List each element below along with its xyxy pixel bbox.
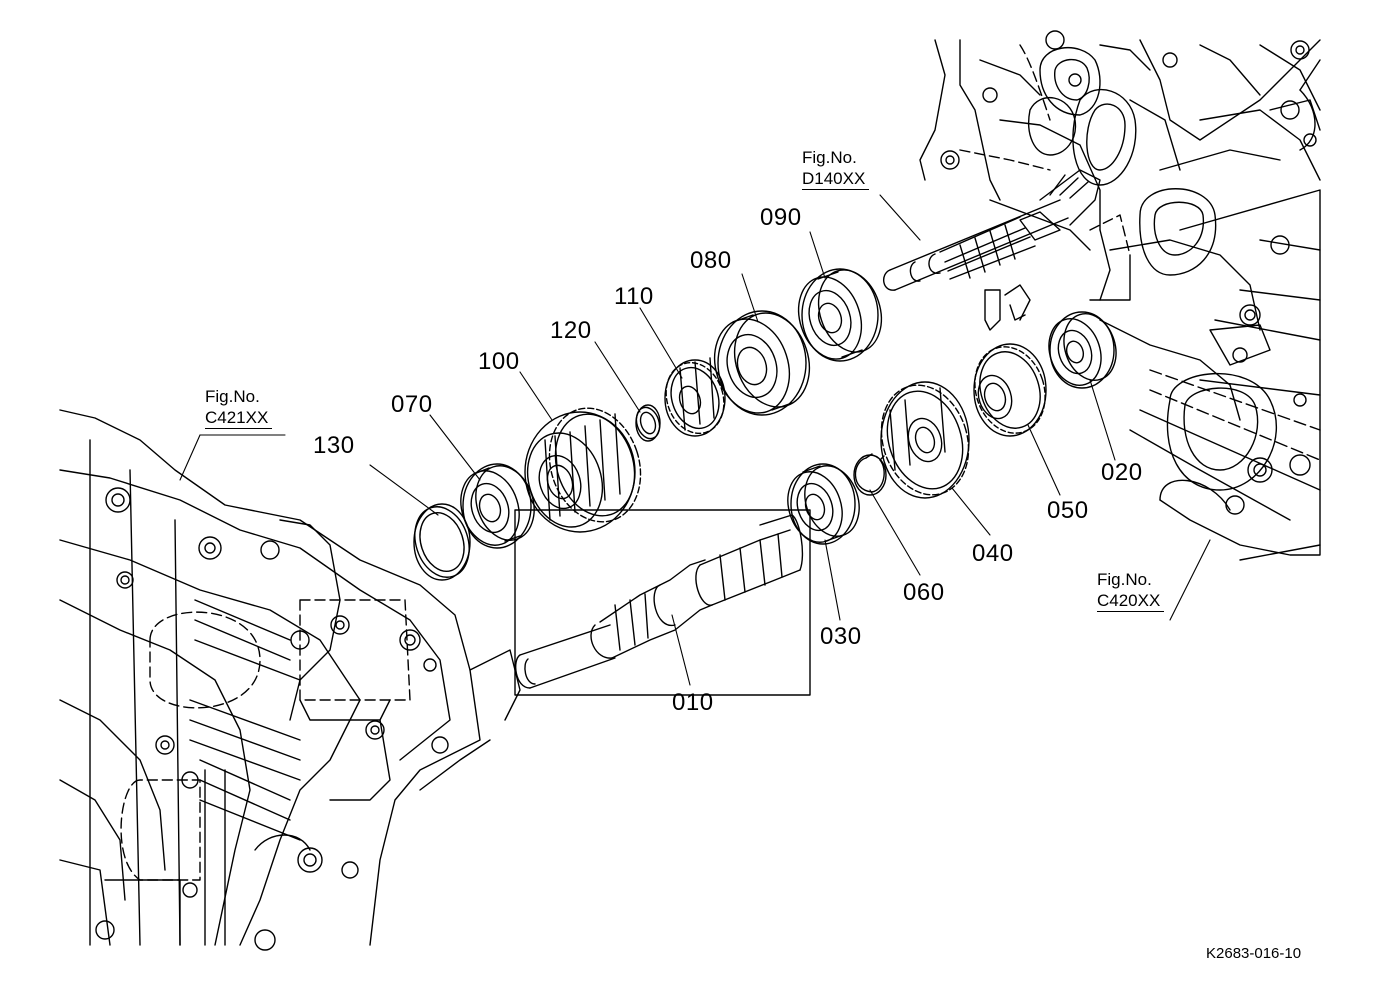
fig-ref-c421xx-title: Fig.No. [205, 387, 260, 406]
document-id: K2683-016-10 [1206, 945, 1302, 962]
callout-060[interactable]: 060 [903, 579, 945, 606]
hotspot-110[interactable] [664, 359, 726, 437]
fig-ref-c421xx-code: C421XX [205, 407, 273, 429]
part-hotspots [413, 268, 1115, 696]
callout-040[interactable]: 040 [972, 540, 1014, 567]
callout-120[interactable]: 120 [550, 317, 592, 344]
part-050-gear [974, 346, 1046, 434]
callout-110[interactable]: 110 [614, 283, 654, 310]
callout-100[interactable]: 100 [478, 348, 520, 375]
callout-050[interactable]: 050 [1047, 497, 1089, 524]
right-transmission-housing [1089, 59, 1321, 561]
hotspot-010[interactable] [514, 509, 811, 696]
hotspot-070[interactable] [462, 463, 532, 549]
leader-lines [179, 194, 1211, 686]
hotspot-100[interactable] [524, 411, 636, 533]
fig-ref-c420xx-code: C420XX [1097, 590, 1165, 612]
upper-rear-axle-housing [919, 30, 1321, 331]
left-transmission-housing [59, 409, 521, 951]
hotspot-080[interactable] [717, 310, 807, 416]
hotspot-020[interactable] [1049, 311, 1115, 389]
hotspot-090[interactable] [801, 268, 879, 362]
hotspot-130[interactable] [413, 503, 471, 581]
fig-ref-c420xx[interactable]: Fig.No. C420XX [1097, 569, 1165, 612]
fig-ref-c421xx[interactable]: Fig.No. C421XX [205, 386, 273, 429]
main-shaft-drawing [514, 514, 804, 689]
pinion-shaft-drawing [883, 169, 1101, 291]
hotspot-040[interactable] [880, 381, 970, 499]
hotspot-030[interactable] [790, 463, 856, 545]
callout-090[interactable]: 090 [760, 204, 802, 231]
part-120-snap-ring [635, 406, 661, 440]
fig-ref-c420xx-title: Fig.No. [1097, 570, 1152, 589]
callout-010[interactable]: 010 [672, 689, 714, 716]
hotspot-120[interactable] [635, 404, 661, 442]
part-110-small-gear [665, 357, 725, 435]
callout-080[interactable]: 080 [690, 247, 732, 274]
callout-130[interactable]: 130 [313, 432, 355, 459]
fig-ref-d140xx-title: Fig.No. [802, 148, 857, 167]
fig-ref-d140xx[interactable]: Fig.No. D140XX [802, 147, 870, 190]
callout-070[interactable]: 070 [391, 391, 433, 418]
fig-ref-d140xx-code: D140XX [802, 168, 870, 190]
callout-030[interactable]: 030 [820, 623, 862, 650]
hotspot-060[interactable] [853, 454, 887, 496]
part-020-ball-bearing [1048, 313, 1117, 386]
callout-020[interactable]: 020 [1101, 459, 1143, 486]
hotspot-050[interactable] [973, 343, 1047, 437]
